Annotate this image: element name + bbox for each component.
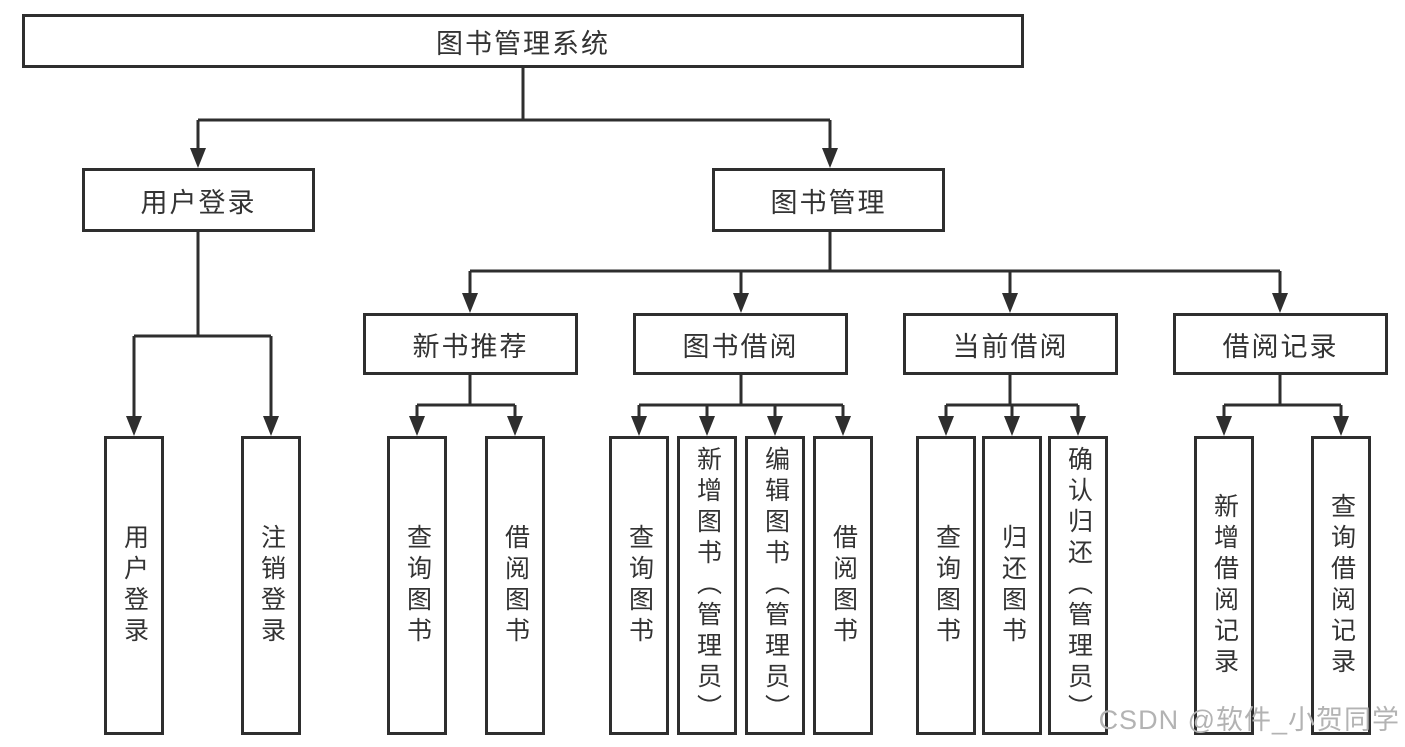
leaf-query-borrow-record: 查询借阅记录 xyxy=(1311,436,1371,735)
leaf-label: 查询借阅记录 xyxy=(1327,492,1356,679)
node-label: 当前借阅 xyxy=(952,331,1069,362)
leaf-query-books-borrowing: 查询图书 xyxy=(609,436,669,735)
node-book-borrowing: 图书借阅 xyxy=(633,313,848,375)
leaf-label: 注销登录 xyxy=(257,523,286,648)
leaf-label: 确认归还（管理员） xyxy=(1064,446,1093,725)
node-label: 图书借阅 xyxy=(682,331,799,362)
node-user-login: 用户登录 xyxy=(82,168,315,232)
csdn-watermark: CSDN @软件_小贺同学 xyxy=(1098,705,1400,735)
node-label: 用户登录 xyxy=(140,187,257,218)
leaf-label: 新增图书（管理员） xyxy=(693,446,722,725)
leaf-label: 用户登录 xyxy=(120,523,149,648)
leaf-query-books-current: 查询图书 xyxy=(916,436,976,735)
leaf-return-book: 归还图书 xyxy=(982,436,1042,735)
leaf-add-book-admin: 新增图书（管理员） xyxy=(677,436,737,735)
leaf-label: 借阅图书 xyxy=(501,523,530,648)
leaf-borrow-books-borrowing: 借阅图书 xyxy=(813,436,873,735)
leaf-edit-book-admin: 编辑图书（管理员） xyxy=(745,436,805,735)
leaf-user-login: 用户登录 xyxy=(104,436,164,735)
leaf-label: 查询图书 xyxy=(625,523,654,648)
leaf-borrow-books-recommend: 借阅图书 xyxy=(485,436,545,735)
leaf-add-borrow-record: 新增借阅记录 xyxy=(1194,436,1254,735)
node-label: 新书推荐 xyxy=(412,331,529,362)
leaf-label: 查询图书 xyxy=(932,523,961,648)
node-current-borrowing: 当前借阅 xyxy=(903,313,1118,375)
node-label: 图书管理系统 xyxy=(436,28,610,59)
node-label: 借阅记录 xyxy=(1222,331,1339,362)
node-label: 图书管理 xyxy=(770,187,887,218)
leaf-logout: 注销登录 xyxy=(241,436,301,735)
node-book-management: 图书管理 xyxy=(712,168,945,232)
node-library-management-system: 图书管理系统 xyxy=(22,14,1024,68)
leaf-label: 编辑图书（管理员） xyxy=(761,446,790,725)
leaf-label: 查询图书 xyxy=(403,523,432,648)
leaf-label: 借阅图书 xyxy=(829,523,858,648)
node-borrowing-records: 借阅记录 xyxy=(1173,313,1388,375)
leaf-confirm-return-admin: 确认归还（管理员） xyxy=(1048,436,1108,735)
leaf-query-books-recommend: 查询图书 xyxy=(387,436,447,735)
leaf-label: 新增借阅记录 xyxy=(1210,492,1239,679)
node-new-book-recommend: 新书推荐 xyxy=(363,313,578,375)
leaf-label: 归还图书 xyxy=(998,523,1027,648)
